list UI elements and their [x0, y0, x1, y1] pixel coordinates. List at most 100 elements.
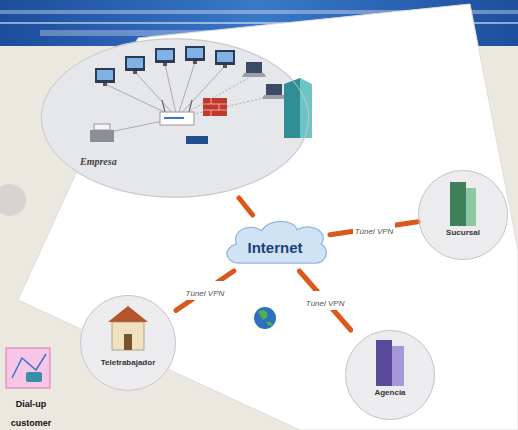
screen — [187, 48, 203, 58]
firewall — [203, 98, 227, 116]
printer-body — [90, 130, 114, 142]
laptop-base — [262, 95, 286, 99]
house-roof — [108, 306, 148, 322]
stand — [223, 65, 227, 68]
caption-text: Dial-up customer — [11, 399, 52, 428]
router — [160, 100, 194, 125]
region-outline — [80, 295, 175, 390]
web-globe — [254, 307, 276, 329]
router-antenna — [189, 100, 192, 112]
link-label: Túnel VPN — [355, 227, 394, 236]
building-face — [376, 340, 392, 386]
text-holder: Sucursal — [446, 228, 480, 237]
internet-cloud: Internet — [220, 215, 330, 271]
printer — [90, 124, 114, 142]
node-label: Internet — [247, 239, 302, 256]
screen — [217, 52, 233, 62]
globe — [254, 307, 276, 329]
vpn-link — [299, 271, 350, 330]
text-holder: Internet — [247, 239, 302, 256]
text-holder: Empresa — [80, 156, 117, 168]
desktop-computer — [155, 48, 175, 66]
node-label: Teletrabajador — [101, 358, 156, 367]
desktop-computer — [215, 50, 235, 68]
laptop-screen — [266, 84, 282, 95]
icon-caption: Dial-up customer — [2, 392, 60, 430]
vpn-link — [239, 198, 253, 215]
router-lights — [164, 117, 184, 119]
node-outline — [418, 170, 508, 260]
router-body — [160, 112, 194, 125]
lan-cable — [165, 64, 177, 118]
desktop-computer — [125, 56, 145, 74]
vpn-link — [176, 271, 234, 310]
monitor — [215, 50, 235, 65]
cloud-outline — [227, 221, 326, 263]
screen — [127, 58, 143, 68]
laptop-screen — [246, 62, 262, 73]
building-face — [392, 346, 404, 386]
desktop-computer — [95, 68, 115, 86]
building-face — [450, 182, 466, 226]
printer-paper — [94, 124, 110, 130]
lan-cables — [105, 62, 272, 132]
laptops — [242, 62, 286, 99]
lan-cable — [135, 72, 177, 118]
monitor — [95, 68, 115, 83]
region-outline — [345, 330, 434, 419]
link-label-patch: Túnel VPN — [304, 291, 347, 310]
router-antenna — [162, 100, 165, 112]
background-blob — [0, 184, 26, 216]
icon-phone — [26, 372, 42, 382]
stand — [163, 63, 167, 66]
agency-fill — [345, 330, 435, 420]
node-label: Empresa — [80, 156, 117, 168]
monitor — [125, 56, 145, 71]
stand — [133, 71, 137, 74]
agency-building — [376, 340, 404, 386]
region-outline — [41, 39, 308, 197]
firewall-bricks — [203, 98, 227, 116]
branch-site: Sucursal — [418, 170, 508, 260]
link-label-patch: Túnel VPN — [184, 281, 227, 300]
laptop — [242, 62, 266, 77]
branch-fill — [418, 170, 508, 260]
node-outline — [345, 330, 435, 420]
home-fill — [80, 295, 176, 391]
stand — [193, 61, 197, 64]
desktop-computer — [185, 46, 205, 64]
desktop-computers — [95, 46, 235, 86]
stand — [103, 83, 107, 86]
house-wall — [112, 322, 144, 350]
link-label-patch: Túnel VPN — [353, 219, 396, 238]
building-face — [466, 188, 476, 226]
node-label: Agencia — [374, 388, 405, 397]
laptop-base — [242, 73, 266, 77]
dial-up-icon — [6, 348, 50, 388]
monitor — [185, 46, 205, 61]
link-label: Túnel VPN — [306, 299, 345, 308]
globe-land — [258, 310, 273, 326]
link-label: Túnel VPN — [186, 289, 225, 298]
monitor — [155, 48, 175, 63]
node-label: Sucursal — [446, 228, 480, 237]
office-region: Empresa — [40, 38, 310, 198]
node-outline — [40, 38, 310, 198]
agency-site: Agencia — [345, 330, 435, 420]
icon-frame — [6, 348, 50, 388]
screen — [97, 70, 113, 80]
laptop — [262, 84, 286, 99]
branch-building — [450, 182, 476, 226]
text-holder: Teletrabajador — [101, 358, 156, 367]
house — [108, 306, 148, 350]
office-fill — [40, 38, 310, 198]
text-holder: Agencia — [374, 388, 405, 397]
screen — [157, 50, 173, 60]
house-door — [124, 334, 132, 350]
tower-face — [300, 78, 312, 138]
modem — [186, 136, 208, 144]
